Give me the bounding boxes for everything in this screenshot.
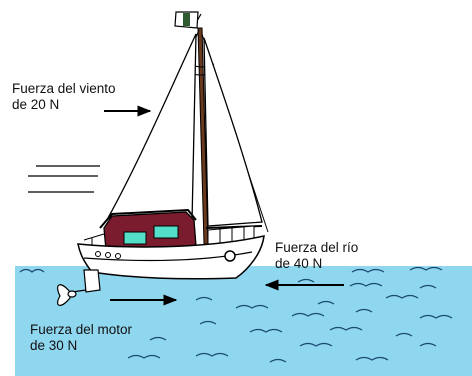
river-force-label-line2: de 40 N — [275, 256, 323, 271]
life-ring — [224, 250, 236, 262]
flag-icon — [174, 11, 202, 29]
river-force-label: Fuerza del río de 40 N — [275, 240, 358, 272]
motor-force-label-line2: de 30 N — [30, 338, 78, 353]
river-force-label-line1: Fuerza del río — [275, 240, 359, 255]
water-waves — [19, 266, 453, 363]
front-sail — [106, 33, 197, 223]
portholes — [95, 251, 121, 259]
cabin-window-right — [153, 225, 179, 239]
motor-force-label-line1: Fuerza del motor — [30, 322, 133, 337]
motor-force-label: Fuerza del motor de 30 N — [30, 322, 132, 354]
main-sail — [203, 37, 263, 227]
cabin-window-left — [123, 231, 147, 245]
river-water — [15, 266, 472, 376]
motion-lines — [28, 165, 100, 193]
wind-force-label-line1: Fuerza del viento — [12, 81, 116, 96]
boat-cabin — [103, 211, 197, 251]
propeller-icon — [57, 284, 77, 306]
wind-force-label-line2: de 20 N — [12, 97, 60, 112]
cabin-roof — [99, 208, 197, 229]
wind-force-label: Fuerza del viento de 20 N — [12, 81, 116, 113]
